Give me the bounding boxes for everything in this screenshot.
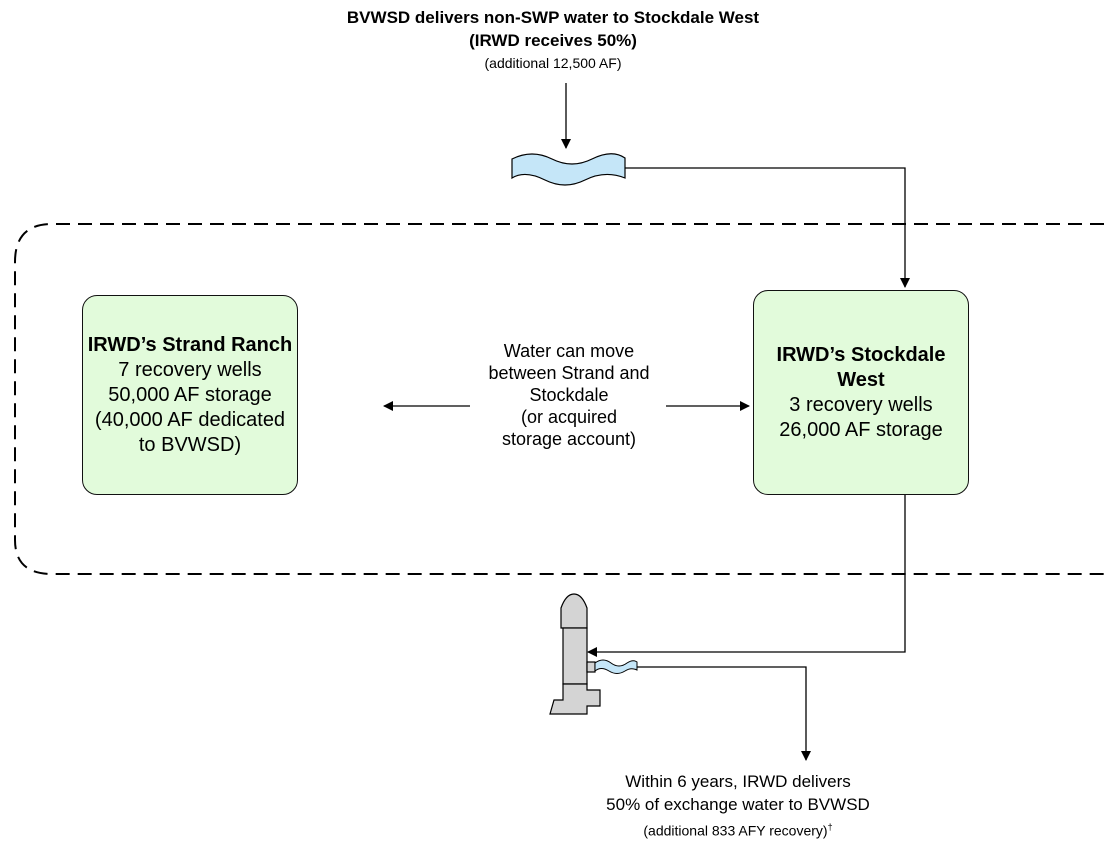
stockdale-line: 26,000 AF storage (779, 418, 943, 441)
strand-ranch-box: IRWD’s Strand Ranch 7 recovery wells 50,… (82, 295, 298, 495)
strand-line: to BVWSD) (138, 433, 242, 456)
stockdale-west-box: IRWD’s Stockdale West 3 recovery wells 2… (753, 290, 969, 495)
header-subtitle: (additional 12,500 AF) (484, 55, 622, 71)
strand-line: (40,000 AF dedicated (94, 408, 286, 431)
middle-note-line: Stockdale (529, 385, 609, 405)
strand-line: 50,000 AF storage (108, 383, 272, 406)
footer-sub-text: (additional 833 AFY recovery) (643, 822, 828, 839)
footer-line-2: 50% of exchange water to BVWSD (606, 795, 870, 814)
middle-note-line: Water can move (503, 341, 635, 361)
stockdale-line: 3 recovery wells (789, 393, 933, 416)
wave-to-stockdale-arrow (625, 167, 910, 288)
footer-line-1: Within 6 years, IRWD delivers (625, 772, 851, 791)
outflow-arrow (637, 666, 811, 761)
water-outflow-icon (594, 659, 638, 674)
footer-subnote: (additional 833 AFY recovery)† (573, 816, 903, 843)
water-wave-icon (511, 153, 626, 186)
stockdale-to-pump-arrow (587, 495, 906, 657)
strand-ranch-title: IRWD’s Strand Ranch (87, 333, 293, 356)
strand-line: 7 recovery wells (118, 358, 262, 381)
middle-note: Water can move between Strand and Stockd… (460, 340, 678, 450)
header-title: BVWSD delivers non-SWP water to Stockdal… (253, 6, 853, 52)
recovery-well-pump-icon (549, 593, 601, 715)
dagger-footnote-mark: † (827, 822, 833, 832)
middle-note-line: (or acquired (520, 407, 618, 427)
header-line-2: (IRWD receives 50%) (469, 31, 637, 50)
middle-note-line: between Strand and (488, 363, 650, 383)
footer-note: Within 6 years, IRWD delivers 50% of exc… (573, 770, 903, 843)
header-line-1: BVWSD delivers non-SWP water to Stockdal… (346, 8, 760, 27)
middle-note-line: storage account) (501, 429, 637, 449)
stockdale-west-title: IRWD’s Stockdale West (776, 343, 946, 391)
dashed-boundary (14, 223, 1104, 575)
